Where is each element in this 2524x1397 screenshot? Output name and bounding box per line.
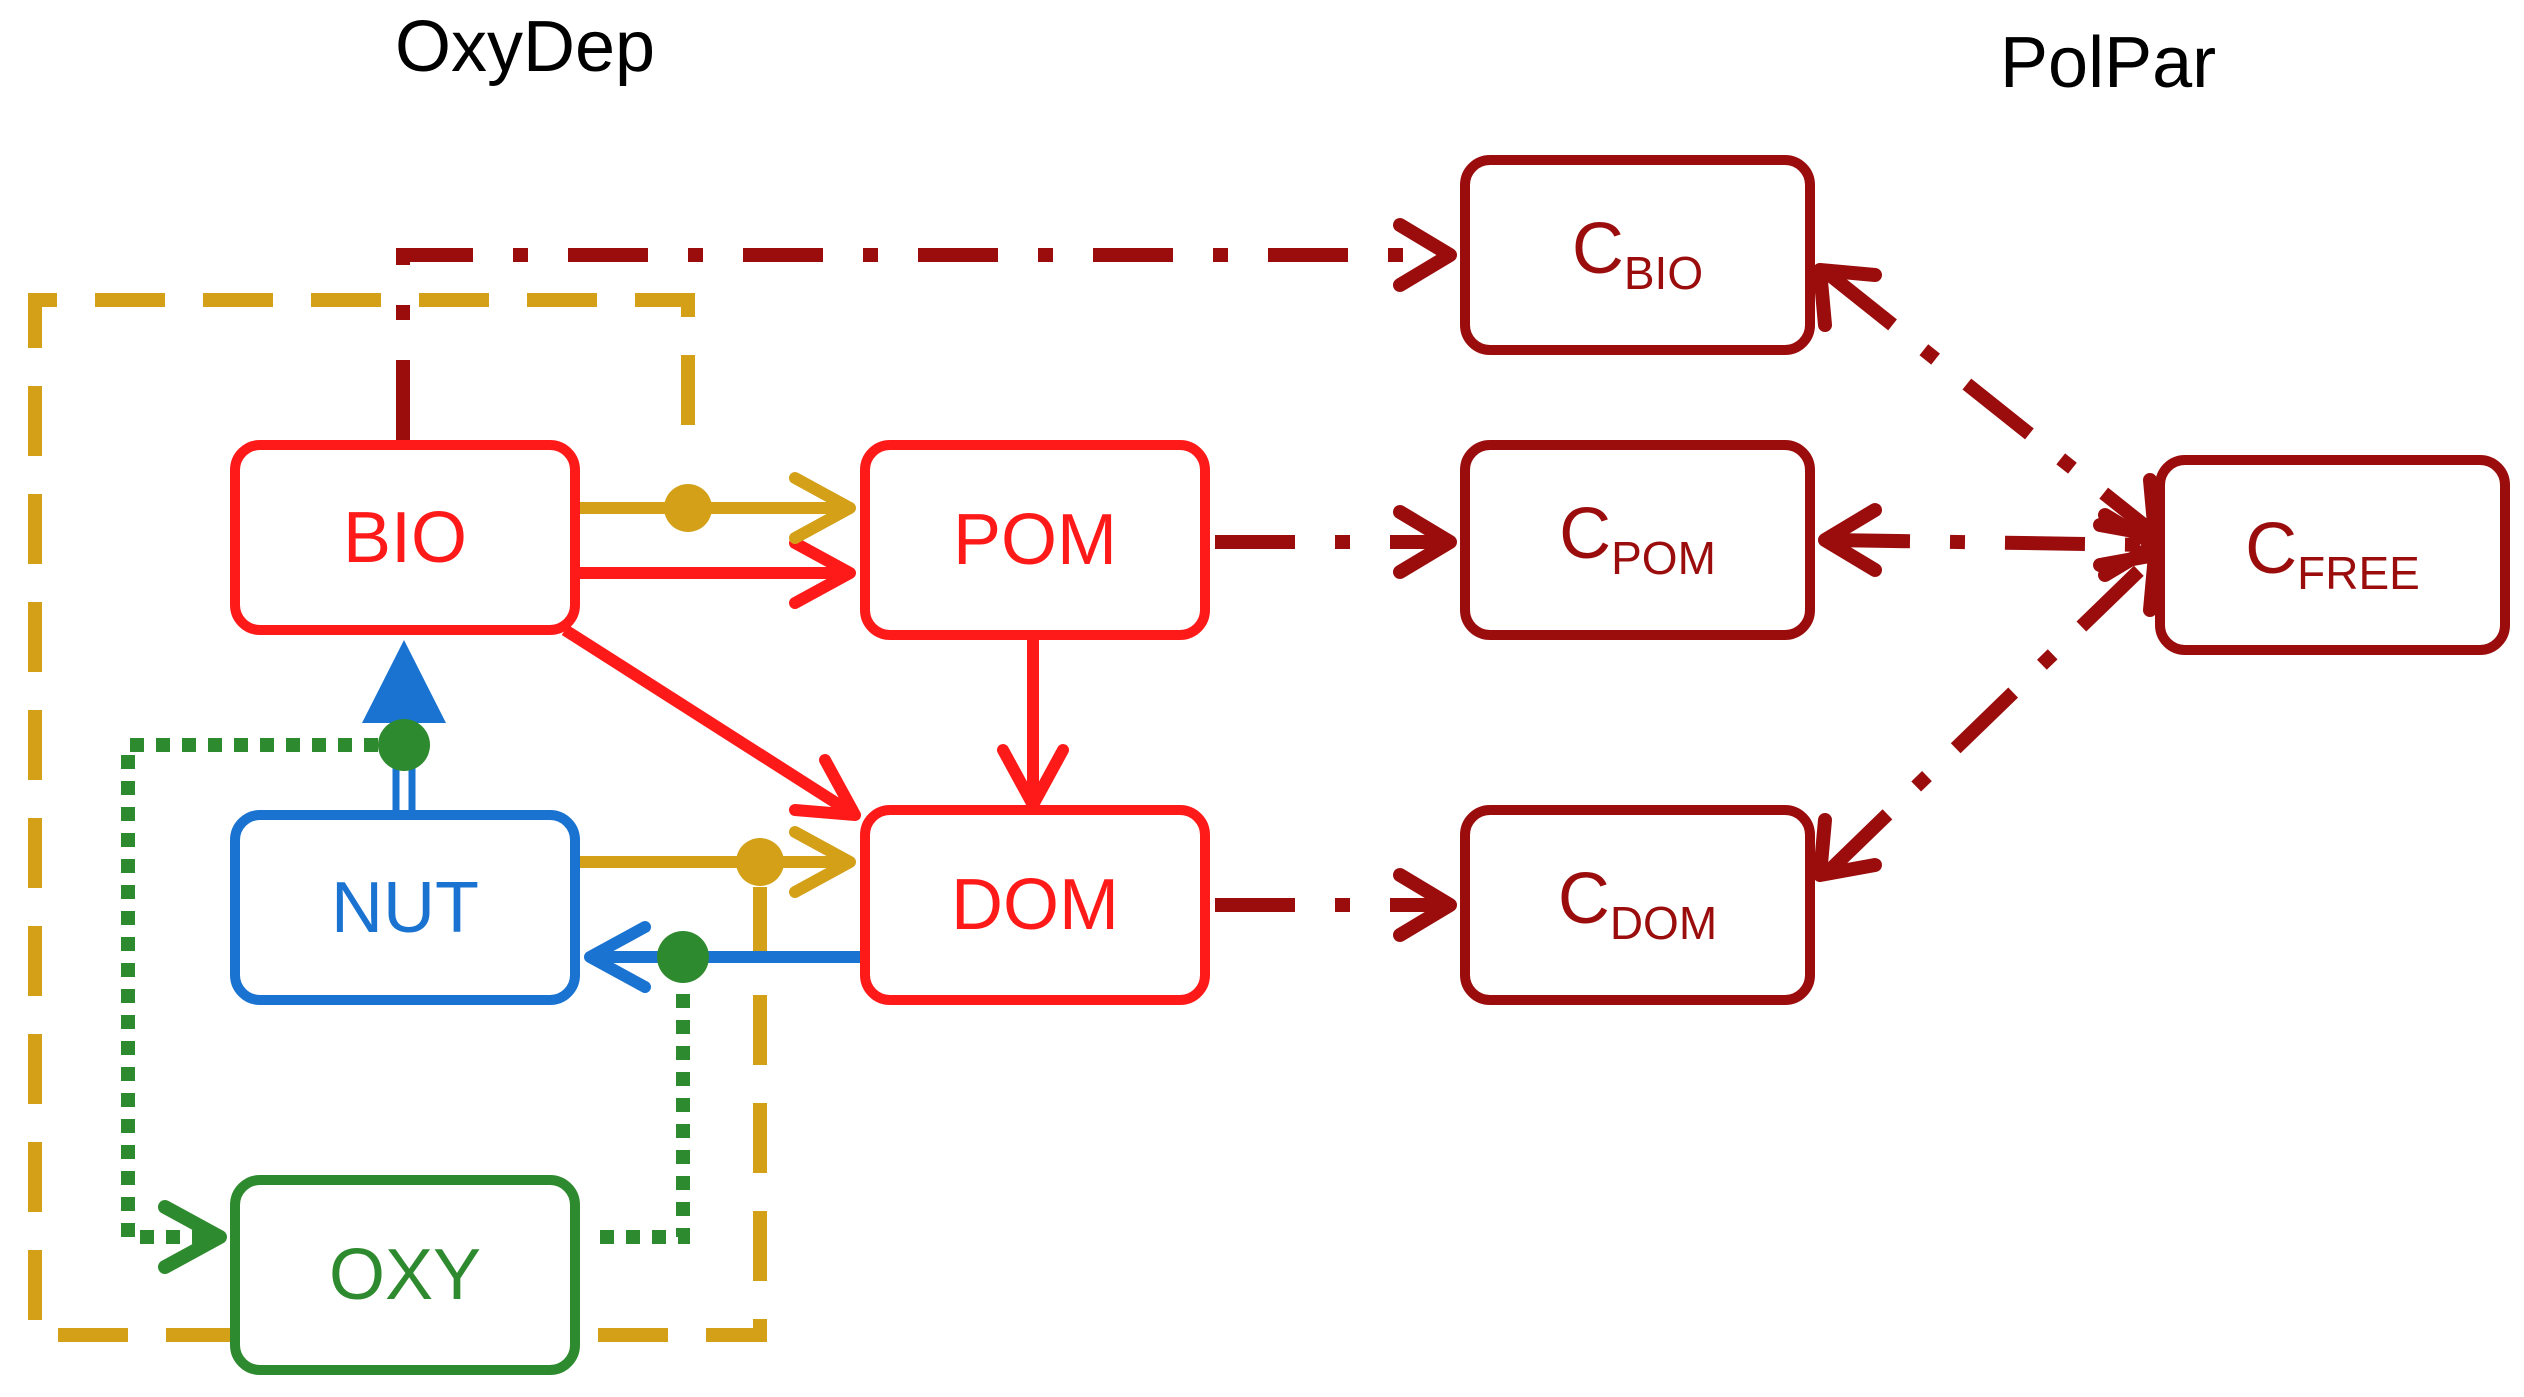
node-bio[interactable]: BIO [230,440,580,635]
node-nut-label: NUT [331,867,479,948]
node-c-bio-label: CBIO [1572,213,1703,296]
arrowhead-pom-oxygen [789,472,856,544]
node-c-free-sub: FREE [2297,547,2420,600]
arrowhead-dom-oxygen [789,826,856,898]
arrowhead-cbio-in [1393,218,1457,292]
arrowhead-cpom-exchange [1818,503,1882,577]
node-c-free-main: C [2245,509,2298,590]
node-pom[interactable]: POM [860,440,1210,640]
arrowhead-pom-from-bio [789,537,856,609]
node-nut[interactable]: NUT [230,810,580,1005]
node-dom-label: DOM [951,865,1119,945]
node-c-free-label: CFREE [2245,513,2420,596]
arrow-bio-to-dom [561,624,859,821]
node-c-dom-label: CDOM [1558,863,1717,946]
node-c-dom-main: C [1557,859,1610,940]
polpar-title: PolPar [2000,23,2217,103]
node-c-bio[interactable]: CBIO [1460,155,1815,355]
exchange-cdom-cfree [1825,554,2155,876]
node-dom[interactable]: DOM [860,805,1210,1005]
node-pom-label: POM [952,500,1117,580]
node-c-dom-sub: DOM [1609,897,1718,950]
exchange-cbio-cfree [1825,269,2155,536]
arrowhead-oxy-in [158,1200,227,1274]
arrow-bio-to-cbio [396,248,1450,440]
oxygen-feedback-loop-left [121,738,404,1244]
oxygen-control-dot-bio-pom [664,484,712,532]
node-oxy[interactable]: OXY [230,1175,580,1375]
node-c-pom-sub: POM [1611,532,1716,585]
arrowhead-cdom-exchange [1813,813,1882,882]
node-c-bio-main: C [1571,209,1624,290]
oxygen-dot-dom-nut [657,931,709,983]
node-c-dom[interactable]: CDOM [1460,805,1815,1005]
arrowhead-bio-from-nut [362,640,446,723]
node-oxy-label: OXY [328,1235,482,1315]
arrowhead-dom-from-bio [789,754,861,821]
arrowhead-cdom-in [1393,868,1457,942]
arrowhead-cbio-exchange [1813,263,1882,332]
node-c-pom-label: CPOM [1559,498,1716,581]
node-c-pom[interactable]: CPOM [1460,440,1815,640]
arrowhead-nut-from-dom [584,921,651,993]
arrowhead-cpom-in [1393,505,1457,579]
node-bio-label: BIO [342,497,468,578]
oxygen-control-loop [28,293,767,1342]
node-c-free[interactable]: CFREE [2155,455,2510,655]
oxygen-dot-nut-bio [378,719,430,771]
oxygen-feedback-loop-right [600,957,690,1244]
exchange-cpom-cfree [1829,533,2151,552]
node-c-pom-main: C [1559,494,1612,575]
oxygen-control-dot-nut-dom [736,838,784,886]
node-c-bio-sub: BIO [1623,247,1704,300]
oxydep-title: OxyDep [395,7,656,87]
